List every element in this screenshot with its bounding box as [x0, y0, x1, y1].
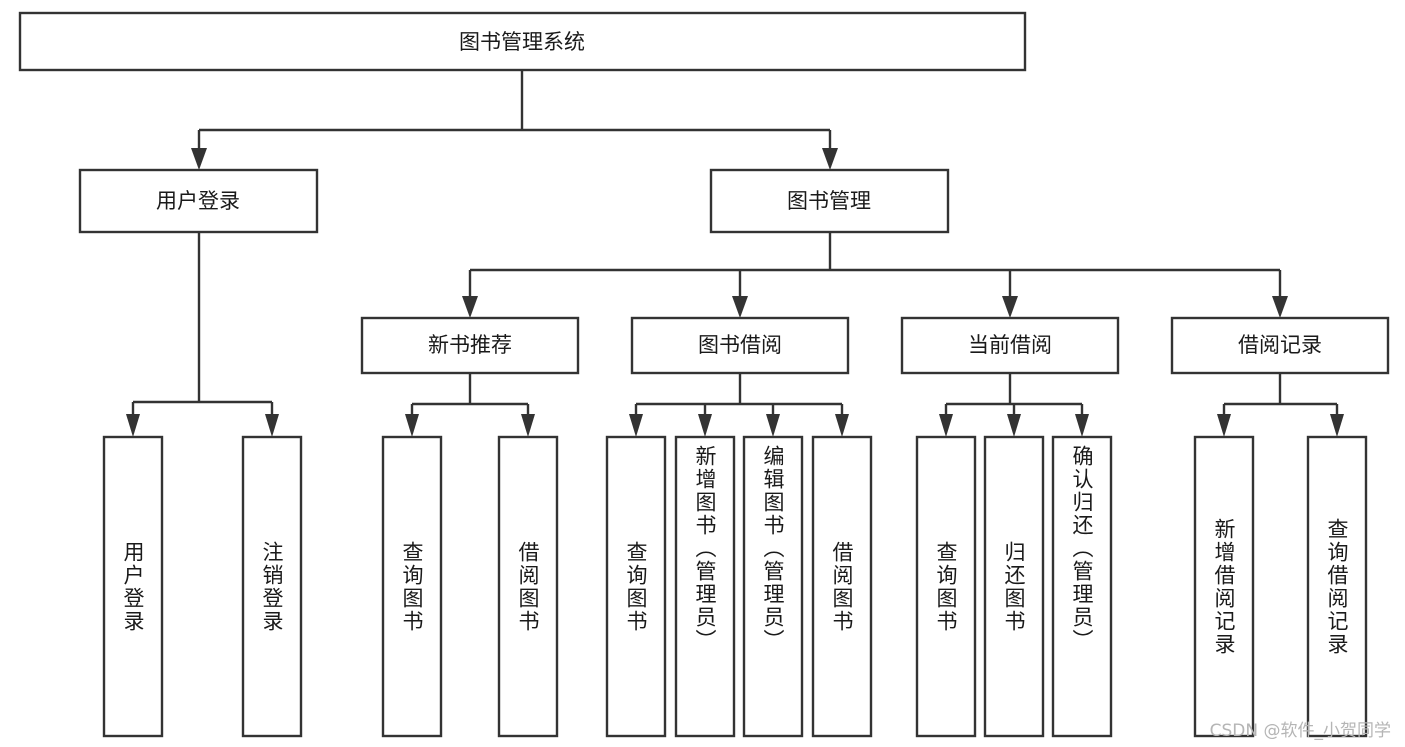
arrow-bb-leaf2 [698, 414, 712, 437]
node-current-borrow-label: 当前借阅 [968, 333, 1052, 357]
node-borrow-record-box[interactable] [1170, 316, 1390, 375]
node-root-box[interactable] [18, 11, 1027, 72]
leaf-box-user-login[interactable] [102, 435, 164, 738]
leaf-box-add-book[interactable] [674, 435, 736, 738]
leaf-box-borrow-book-1[interactable] [497, 435, 559, 738]
arrow-bb-leaf4 [835, 414, 849, 437]
arrow-to-book-borrow [732, 296, 748, 318]
arrow-cb-leaf2 [1007, 414, 1021, 437]
arrow-cb-leaf3 [1075, 414, 1089, 437]
node-new-book-rec-label: 新书推荐 [428, 333, 512, 357]
arrow-ul-leaf1 [126, 414, 140, 437]
leaf-box-add-record[interactable] [1193, 435, 1255, 738]
leaf-box-return-book[interactable] [983, 435, 1045, 738]
node-user-login-label: 用户登录 [156, 189, 240, 213]
arrow-nbr-leaf1 [405, 414, 419, 437]
arrow-bb-leaf3 [766, 414, 780, 437]
arrow-to-book-manage [822, 148, 838, 170]
leaf-box-query-record[interactable] [1306, 435, 1368, 738]
arrow-cb-leaf1 [939, 414, 953, 437]
leaf-box-user-logout[interactable] [241, 435, 303, 738]
node-group: 图书管理系统 用户登录 图书管理 新书推荐 图书借阅 当前借阅 借阅记录 [18, 11, 1390, 738]
leaf-box-query-book-3[interactable] [915, 435, 977, 738]
arrow-to-user-login [191, 148, 207, 170]
node-user-login-box[interactable] [78, 168, 319, 234]
arrow-to-borrow-record [1272, 296, 1288, 318]
node-borrow-record-label: 借阅记录 [1238, 333, 1322, 357]
arrow-ul-leaf2 [265, 414, 279, 437]
leaf-box-query-book-2[interactable] [605, 435, 667, 738]
node-book-borrow-box[interactable] [630, 316, 850, 375]
node-book-manage-label: 图书管理 [787, 189, 871, 213]
connector-group [126, 70, 1344, 437]
node-current-borrow-box[interactable] [900, 316, 1120, 375]
arrow-br-leaf1 [1217, 414, 1231, 437]
csdn-watermark: CSDN @软件_小贺同学 [1209, 721, 1391, 741]
arrow-bb-leaf1 [629, 414, 643, 437]
arrow-nbr-leaf2 [521, 414, 535, 437]
node-book-borrow-label: 图书借阅 [698, 333, 782, 357]
arrow-to-new-book-rec [462, 296, 478, 318]
node-book-manage-box[interactable] [709, 168, 950, 234]
leaf-box-query-book-1[interactable] [381, 435, 443, 738]
arrow-br-leaf2 [1330, 414, 1344, 437]
node-root-label: 图书管理系统 [459, 30, 585, 54]
node-new-book-rec-box[interactable] [360, 316, 580, 375]
leaf-box-confirm-return[interactable] [1051, 435, 1113, 738]
leaf-box-edit-book[interactable] [742, 435, 804, 738]
leaf-box-borrow-book-2[interactable] [811, 435, 873, 738]
arrow-to-current-borrow [1002, 296, 1018, 318]
